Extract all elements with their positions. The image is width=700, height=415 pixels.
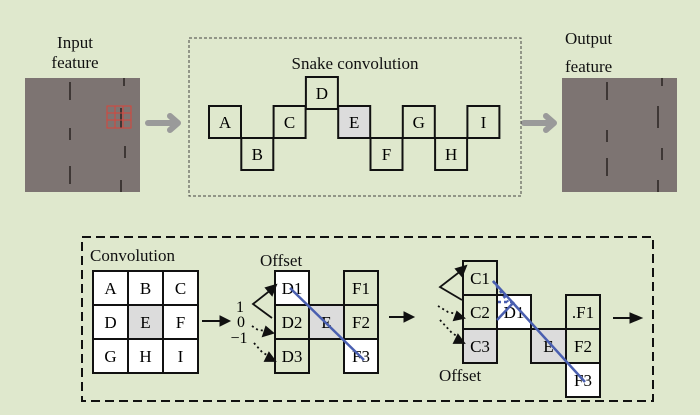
conv-cell-f-label: F xyxy=(176,313,185,332)
snake-cell-g-label: G xyxy=(413,113,425,132)
snake-cell-c xyxy=(272,105,307,139)
stage2-cell-e xyxy=(530,328,567,364)
conv-cell-a-label: A xyxy=(104,279,117,298)
conv-cell-h-label: H xyxy=(139,347,151,366)
snake-cell-b-label: B xyxy=(252,145,263,164)
stage2-path-lines xyxy=(491,280,586,383)
offset-arrows-stage2 xyxy=(437,264,468,344)
feature-stripe xyxy=(69,166,71,184)
snake-cell-c-label: C xyxy=(284,113,295,132)
conv-cell-i xyxy=(162,338,199,374)
input-feature-title: Input feature xyxy=(25,33,125,73)
arrow-stage1-to-stage2 xyxy=(389,311,416,323)
stage2-cell-f2-label: F2 xyxy=(574,337,592,356)
stage1-path-line xyxy=(289,287,365,361)
stage2-cell-c1-label: C1 xyxy=(470,269,490,288)
convolution-title: Convolution xyxy=(90,246,176,265)
stage2-cell-c3-label: C3 xyxy=(470,337,490,356)
arrow-conv-to-stage1 xyxy=(202,315,232,327)
snake-labels: A B C D E F G H I xyxy=(219,84,487,164)
snake-cell-h xyxy=(434,137,469,171)
arrow-stage2-output xyxy=(613,312,644,324)
conv-cell-g-label: G xyxy=(104,347,116,366)
output-title-line1: Output xyxy=(565,29,613,48)
output-title-line2: feature xyxy=(565,57,613,76)
conv-cell-d-label: D xyxy=(104,313,116,332)
snake-cell-e-label: E xyxy=(349,113,359,132)
output-feature-title: Output feature xyxy=(565,25,640,81)
snake-cells xyxy=(208,76,501,171)
stage1-cell-d2 xyxy=(274,304,310,340)
snake-cell-d xyxy=(304,76,339,110)
snake-cell-f xyxy=(369,137,404,171)
feature-stripe xyxy=(606,130,608,142)
snake-cell-a xyxy=(208,105,242,139)
conv-cell-c-label: C xyxy=(175,279,186,298)
snake-cell-g xyxy=(401,105,436,139)
offset-value-minus1: −1 xyxy=(230,330,247,347)
conv-cell-d xyxy=(92,304,129,340)
snake-cell-h-label: H xyxy=(445,145,457,164)
stage2-cell-f1-label: .F1 xyxy=(572,303,594,322)
feature-stripe xyxy=(69,82,71,100)
feature-stripe xyxy=(661,148,663,160)
gray-arrow-right xyxy=(521,113,557,133)
bottom-detail-box xyxy=(81,236,654,402)
snake-cell-i-label: I xyxy=(481,113,487,132)
stage2-cell-e-label: E xyxy=(543,337,553,356)
input-title-line2: feature xyxy=(51,53,99,72)
feature-stripe xyxy=(69,128,71,140)
feature-stripe xyxy=(120,180,122,192)
conv-cell-i-label: I xyxy=(178,347,184,366)
feature-stripe xyxy=(657,180,659,192)
snake-convolution-title: Snake convolution xyxy=(291,54,419,73)
feature-stripe xyxy=(606,82,608,100)
feature-stripe xyxy=(124,146,126,158)
snake-cell-i xyxy=(466,105,501,139)
input-feature-map xyxy=(25,78,140,192)
offset-arrows-stage1 xyxy=(251,283,278,362)
snake-cell-b xyxy=(240,137,275,171)
stage2-cells xyxy=(462,260,601,398)
offset-value-1: 1 xyxy=(236,299,244,316)
stage2-cell-c3 xyxy=(462,328,498,364)
conv-cell-g xyxy=(92,338,129,374)
stage1-cell-d2-label: D2 xyxy=(282,313,303,332)
conv-cell-b-label: B xyxy=(140,279,151,298)
snake-cell-e xyxy=(337,105,372,139)
input-title-line1: Input xyxy=(57,33,93,52)
conv-cell-e-label: E xyxy=(140,313,150,332)
snake-cell-f-label: F xyxy=(382,145,391,164)
stage2-cell-f2 xyxy=(565,328,601,364)
offset-value-0: 0 xyxy=(237,314,245,331)
stage1-cell-f1-label: F1 xyxy=(352,279,370,298)
stage2-cell-d1 xyxy=(496,294,532,330)
snake-convolution-box xyxy=(188,37,522,197)
feature-stripe xyxy=(123,78,125,86)
stage1-cell-f2-label: F2 xyxy=(352,313,370,332)
snake-cell-a-label: A xyxy=(219,113,232,132)
convolution-grid-labels: A B C D E F G H I xyxy=(104,279,186,366)
stage1-cell-d3-label: D3 xyxy=(282,347,303,366)
feature-stripe xyxy=(661,78,663,86)
offset-label-stage1: Offset xyxy=(260,251,303,270)
feature-stripe xyxy=(657,106,659,128)
input-kernel-grid xyxy=(106,105,132,129)
snake-cell-d-label: D xyxy=(316,84,328,103)
feature-stripe xyxy=(120,108,122,128)
output-feature-map xyxy=(562,78,677,192)
offset-label-stage2: Offset xyxy=(439,366,482,385)
convolution-grid xyxy=(92,270,199,374)
stage1-cell-d3 xyxy=(274,338,310,374)
stage2-cell-c2-label: C2 xyxy=(470,303,490,322)
gray-arrow-left xyxy=(145,113,181,133)
feature-stripe xyxy=(606,158,608,176)
